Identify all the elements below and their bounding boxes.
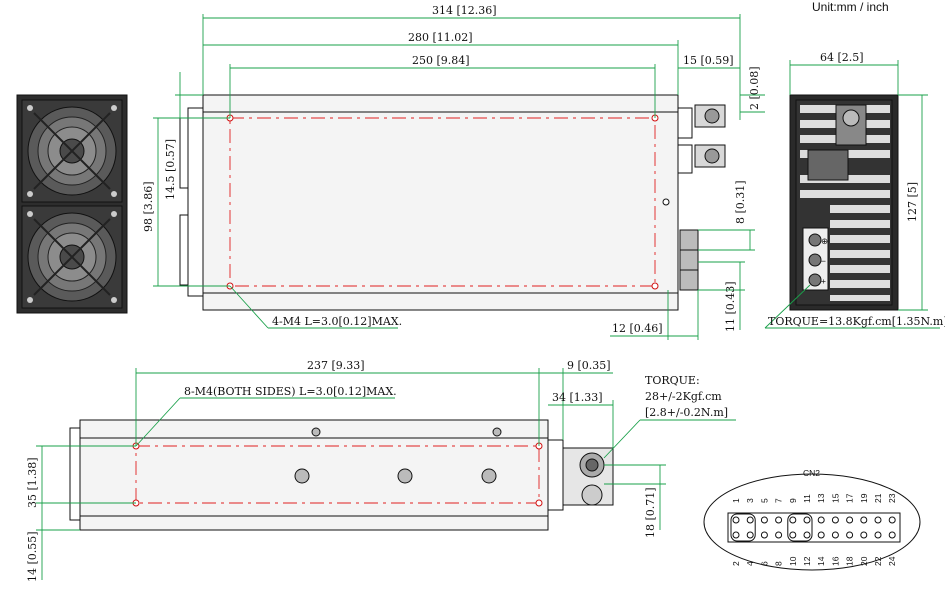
pin-8 — [775, 531, 783, 539]
pin-label-7: 7 — [774, 498, 784, 503]
pin-label-20: 20 — [859, 556, 869, 566]
pin-label-2: 2 — [731, 561, 741, 566]
terminal-end-view: ⊕ − + — [789, 94, 899, 311]
pin-14 — [817, 531, 825, 539]
dim-bottom-height-b: 14 [0.55] — [26, 531, 39, 582]
pin-20 — [860, 531, 868, 539]
fan-end-view — [16, 94, 128, 314]
terminal-label-2: + — [821, 276, 826, 286]
pin-label-13: 13 — [816, 493, 826, 503]
pin-10 — [789, 531, 797, 539]
end-view-dimensions: 64 [2.5] 127 [5] TORQUE=13.8Kgf.cm[1.35N… — [764, 51, 945, 329]
pin-label-23: 23 — [887, 493, 897, 503]
dim-width: 64 [2.5] — [820, 51, 864, 64]
pin-label-12: 12 — [802, 556, 812, 566]
pin-label-5: 5 — [759, 498, 769, 503]
top-view — [179, 94, 726, 311]
pin-label-6: 6 — [759, 561, 769, 566]
unit-label: Unit:mm / inch — [812, 0, 889, 14]
pin-23 — [888, 516, 896, 524]
dim-body-length: 280 [11.02] — [408, 31, 473, 44]
note-torque-stud-title: TORQUE: — [645, 374, 700, 387]
dim-terminal-depth: 12 [0.46] — [612, 322, 663, 335]
dim-hole-pitch-top: 250 [9.84] — [412, 54, 470, 67]
pin-label-19: 19 — [859, 493, 869, 503]
pin-5 — [760, 516, 768, 524]
terminal-label-1: − — [821, 256, 826, 266]
dim-overall-length: 314 [12.36] — [432, 4, 497, 17]
pin-19 — [860, 516, 868, 524]
pin-13 — [817, 516, 825, 524]
pin-label-17: 17 — [845, 493, 855, 503]
pin-18 — [846, 531, 854, 539]
pin-15 — [831, 516, 839, 524]
dim-bottom-offset: 9 [0.35] — [567, 359, 611, 372]
note-side-holes: 8-M4(BOTH SIDES) L=3.0[0.12]MAX. — [184, 385, 397, 398]
dim-height-right: 127 [5] — [906, 182, 919, 222]
pin-label-21: 21 — [873, 493, 883, 503]
pin-3 — [746, 516, 754, 524]
pin-2 — [732, 531, 740, 539]
dim-hole-span-vertical: 98 [3.86] — [142, 181, 155, 232]
pin-21 — [874, 516, 882, 524]
pin-1 — [732, 516, 740, 524]
pin-24 — [888, 531, 896, 539]
top-view-dimensions: 314 [12.36] 280 [11.02] 250 [9.84] 15 [0… — [142, 4, 765, 340]
pin-11 — [803, 516, 811, 524]
pin-label-11: 11 — [802, 494, 812, 503]
pin-12 — [803, 531, 811, 539]
terminal-label-0: ⊕ — [821, 236, 828, 246]
pin-label-10: 10 — [788, 556, 798, 566]
note-torque-terminal: TORQUE=13.8Kgf.cm[1.35N.m] — [768, 315, 945, 328]
pin-label-15: 15 — [830, 493, 840, 503]
pin-17 — [846, 516, 854, 524]
connector-name: CN2 — [803, 468, 820, 478]
pin-label-22: 22 — [873, 556, 883, 566]
dim-stud-offset: 34 [1.33] — [552, 391, 603, 404]
dim-bottom-height-a: 35 [1.38] — [26, 457, 39, 508]
pin-label-18: 18 — [845, 556, 855, 566]
pin-label-16: 16 — [830, 556, 840, 566]
dim-hole-offset-vertical: 14.5 [0.57] — [164, 139, 177, 200]
note-torque-stud-value: 28+/-2Kgf.cm — [645, 390, 722, 403]
pin-label-1: 1 — [731, 498, 741, 503]
dim-top-step: 2 [0.08] — [748, 66, 761, 110]
pin-9 — [789, 516, 797, 524]
side-view-dimensions: 237 [9.33] 9 [0.35] 34 [1.33] 8-M4(BOTH … — [26, 359, 736, 582]
dim-stud-height: 18 [0.71] — [644, 487, 657, 538]
dim-terminal-offset: 15 [0.59] — [683, 54, 734, 67]
pin-16 — [831, 531, 839, 539]
dim-terminal-height-b: 11 [0.43] — [724, 281, 737, 332]
pin-7 — [775, 516, 783, 524]
pin-6 — [760, 531, 768, 539]
pin-pair-outline — [787, 513, 813, 542]
pin-4 — [746, 531, 754, 539]
side-view — [69, 419, 614, 531]
dim-terminal-height-a: 8 [0.31] — [734, 180, 747, 224]
note-torque-stud-nm: [2.8+/-0.2N.m] — [645, 406, 728, 419]
pin-pair-outline — [730, 513, 756, 542]
dim-hole-pitch-bottom: 237 [9.33] — [307, 359, 365, 372]
pin-label-3: 3 — [745, 498, 755, 503]
pin-label-14: 14 — [816, 556, 826, 566]
pin-label-24: 24 — [887, 556, 897, 566]
pin-label-4: 4 — [745, 561, 755, 566]
pin-label-9: 9 — [788, 498, 798, 503]
note-top-holes: 4-M4 L=3.0[0.12]MAX. — [272, 315, 402, 328]
pin-22 — [874, 531, 882, 539]
pin-label-8: 8 — [774, 561, 784, 566]
